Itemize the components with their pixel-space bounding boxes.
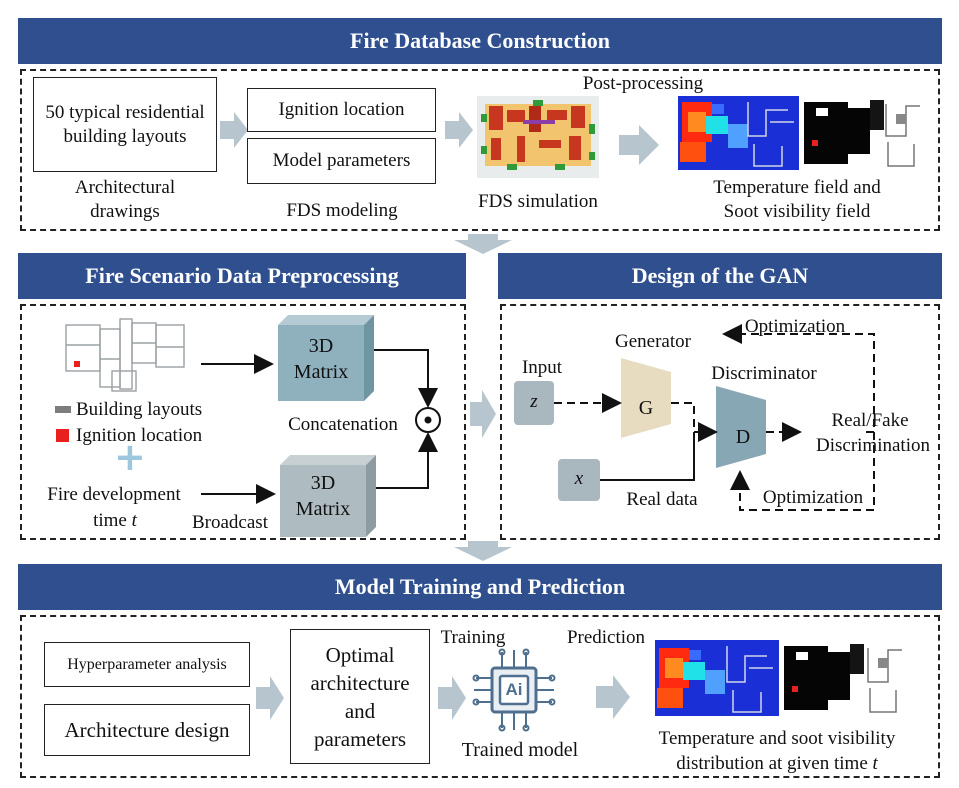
discriminator-d-text: D xyxy=(735,426,751,448)
flow-arrow-5 xyxy=(438,676,466,720)
broadcast-label: Broadcast xyxy=(192,512,268,533)
flow-arrow-2 xyxy=(445,112,473,148)
soot-field-label: Soot visibility field xyxy=(723,201,871,222)
x-symbol: x xyxy=(574,468,584,489)
flow-arrow-6 xyxy=(596,675,630,719)
flow-arrow-4 xyxy=(256,676,284,720)
time-t-text: time t xyxy=(93,510,137,531)
time-t-label: time t xyxy=(40,509,190,533)
model-parameters-box: Model parameters xyxy=(247,138,436,184)
fds-simulation-image xyxy=(477,96,599,178)
real-data-label: Real data xyxy=(626,489,698,510)
fds-simulation-label: FDS simulation xyxy=(478,191,598,212)
z-node xyxy=(514,381,554,425)
predicted-soot-image xyxy=(782,640,906,716)
architecture-design-text: Architecture design xyxy=(64,717,230,742)
discriminator-label: Discriminator xyxy=(711,363,817,384)
generator-label: Generator xyxy=(615,331,691,352)
prediction-label: Prediction xyxy=(566,627,646,648)
temperature-field-image xyxy=(678,96,799,170)
matrix-bottom-line2: Matrix xyxy=(295,498,351,520)
banner-title: Fire Database Construction xyxy=(350,28,610,53)
floorplan-image xyxy=(65,318,185,392)
banner-title: Fire Scenario Data Preprocessing xyxy=(85,263,399,288)
distribution-line2: distribution at given time t xyxy=(676,753,878,774)
banner-title: Model Training and Prediction xyxy=(334,574,626,599)
discrimination-label: Discrimination xyxy=(816,435,930,456)
discriminator-block xyxy=(716,386,766,468)
legend-layout-swatch xyxy=(55,406,71,413)
section-fire-database xyxy=(20,69,940,231)
fds-modeling-label: FDS modeling xyxy=(286,200,398,221)
distribution-line1: Temperature and soot visibility xyxy=(658,728,896,749)
down-arrow-2 xyxy=(454,541,512,561)
predicted-temperature-image xyxy=(655,640,779,716)
z-text: z xyxy=(514,390,554,414)
z-symbol: z xyxy=(530,391,538,412)
ai-chip-icon xyxy=(472,648,556,732)
ai-chip-text: Ai xyxy=(505,680,523,699)
real-fake-label: Real/Fake xyxy=(831,410,909,431)
plus-sign: + xyxy=(114,435,146,479)
preprocess-connectors xyxy=(201,349,441,504)
trained-model-label: Trained model xyxy=(461,739,579,761)
optimal-line1: Optimal xyxy=(325,642,395,667)
optimal-line4: parameters xyxy=(313,726,407,751)
matrix-cube-bottom xyxy=(280,455,376,537)
matrix-bottom-line1: 3D xyxy=(310,472,336,494)
optimal-line3: and xyxy=(344,698,376,723)
gan-connectors xyxy=(554,324,875,511)
input-label: Input xyxy=(521,357,563,378)
model-parameters-text: Model parameters xyxy=(272,150,411,171)
section-training xyxy=(20,615,940,778)
layouts-box-text: 50 typical residential building layouts xyxy=(45,101,205,147)
matrix-top-line1: 3D xyxy=(308,335,334,357)
x-text: x xyxy=(558,467,600,491)
optimal-line2: architecture xyxy=(310,670,410,695)
matrix-cube-top xyxy=(278,315,374,401)
matrix-top-line2: Matrix xyxy=(293,361,349,383)
optimal-box: Optimal architecture and parameters xyxy=(290,629,430,764)
hyperparameter-text: Hyperparameter analysis xyxy=(67,655,227,673)
post-processing-label: Post-processing xyxy=(582,73,704,94)
ignition-location-label: Ignition location xyxy=(76,425,203,446)
flow-arrow-1 xyxy=(220,112,248,148)
section-gan xyxy=(500,304,940,540)
temperature-field-label: Temperature field and xyxy=(713,177,881,198)
section-preprocessing xyxy=(20,304,466,540)
banner-gan: Design of the GAN xyxy=(498,253,942,299)
generator-block xyxy=(621,358,671,438)
banner-title: Design of the GAN xyxy=(631,263,809,288)
building-layouts-label: Building layouts xyxy=(76,399,203,420)
generator-g-text: G xyxy=(638,397,654,419)
soot-visibility-image xyxy=(802,96,923,170)
down-arrow-1 xyxy=(454,234,512,254)
time-t-symbol: t xyxy=(131,510,137,531)
right-arrow-middle xyxy=(470,390,496,438)
layouts-box: 50 typical residential building layouts xyxy=(33,77,217,172)
training-label: Training xyxy=(440,627,506,648)
time-t-symbol: t xyxy=(872,753,878,774)
flow-arrow-3 xyxy=(619,125,659,165)
optimization-top-label: Optimization xyxy=(744,316,846,337)
optimization-bottom-label: Optimization xyxy=(762,487,864,508)
hyperparameter-box: Hyperparameter analysis xyxy=(44,642,250,687)
x-node xyxy=(558,459,600,501)
fire-development-label: Fire development xyxy=(47,484,181,505)
architectural-drawings-label: Architectural drawings xyxy=(74,177,176,222)
ignition-location-box: Ignition location xyxy=(247,88,436,132)
legend-ignition-swatch xyxy=(56,429,69,442)
architecture-design-box: Architecture design xyxy=(44,704,250,756)
ignition-location-text: Ignition location xyxy=(278,99,405,120)
concatenation-label: Concatenation xyxy=(288,414,398,435)
banner-preprocessing: Fire Scenario Data Preprocessing xyxy=(18,253,466,299)
banner-fire-database: Fire Database Construction xyxy=(18,18,942,64)
banner-training: Model Training and Prediction xyxy=(18,564,942,610)
